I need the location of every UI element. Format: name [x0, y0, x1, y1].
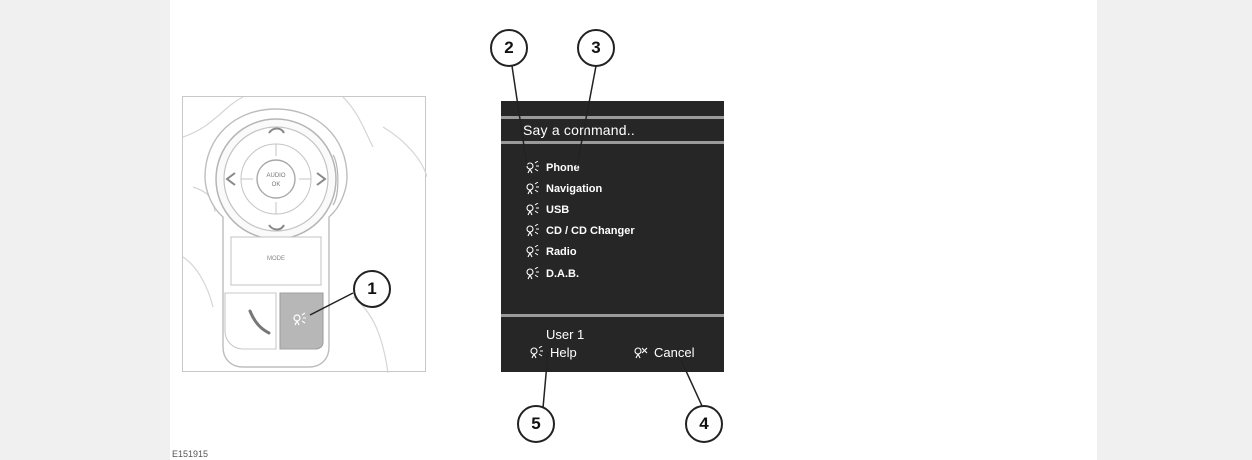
- help-label: Help: [550, 345, 577, 360]
- list-item-label: Radio: [546, 246, 577, 259]
- audio-ok-label: AUDIO: [266, 173, 285, 179]
- user-label: User 1: [546, 327, 585, 342]
- screen-title: Say a command..: [523, 122, 635, 138]
- title-bottom-divider: [501, 141, 724, 144]
- list-item[interactable]: D.A.B.: [525, 263, 635, 284]
- list-item[interactable]: Radio: [525, 242, 635, 263]
- list-item-label: CD / CD Changer: [546, 225, 635, 238]
- list-item[interactable]: Navigation: [525, 178, 635, 199]
- list-item-label: USB: [546, 203, 570, 216]
- voice-cancel-icon: [634, 346, 648, 358]
- command-list: Phone Navigation USB CD / CD Changer Rad…: [525, 157, 635, 284]
- voice-icon: [526, 266, 539, 279]
- callout-5: 5: [517, 405, 555, 443]
- voice-icon: [526, 181, 539, 195]
- callout-3: 3: [577, 29, 615, 67]
- voice-icon: [293, 312, 306, 326]
- list-item[interactable]: CD / CD Changer: [525, 221, 635, 242]
- footer-divider: [501, 314, 724, 317]
- voice-icon: [526, 224, 539, 237]
- seek-right-icon: [316, 172, 327, 186]
- volume-up-icon: [268, 127, 285, 134]
- mode-label: MODE: [267, 256, 285, 262]
- phone-icon: [248, 309, 271, 335]
- steering-wheel-drawing: AUDIO OK MODE: [182, 96, 428, 374]
- title-top-divider: [501, 116, 724, 119]
- figure-id: E151915: [172, 449, 209, 459]
- list-item-label: Navigation: [546, 182, 603, 195]
- cancel-label: Cancel: [654, 345, 695, 360]
- list-item[interactable]: Phone: [525, 157, 635, 178]
- list-item[interactable]: USB: [525, 199, 635, 220]
- volume-down-icon: [268, 224, 285, 231]
- voice-icon: [526, 245, 539, 258]
- callout-4: 4: [685, 405, 723, 443]
- voice-icon: [526, 160, 539, 173]
- help-button[interactable]: Help: [529, 345, 577, 360]
- svg-text:OK: OK: [272, 182, 281, 188]
- steering-wheel-panel: AUDIO OK MODE: [182, 96, 428, 374]
- voice-icon: [530, 345, 543, 358]
- callout-2: 2: [490, 29, 528, 67]
- voice-button[interactable]: [279, 292, 324, 350]
- list-item-label: D.A.B.: [546, 267, 579, 280]
- callout-1: 1: [353, 270, 391, 308]
- voice-command-screen: Say a command.. Phone Navigation USB CD …: [501, 101, 724, 372]
- voice-icon: [526, 202, 539, 216]
- list-item-label: Phone: [546, 161, 580, 174]
- cancel-button[interactable]: Cancel: [633, 345, 694, 360]
- seek-left-icon: [225, 172, 236, 186]
